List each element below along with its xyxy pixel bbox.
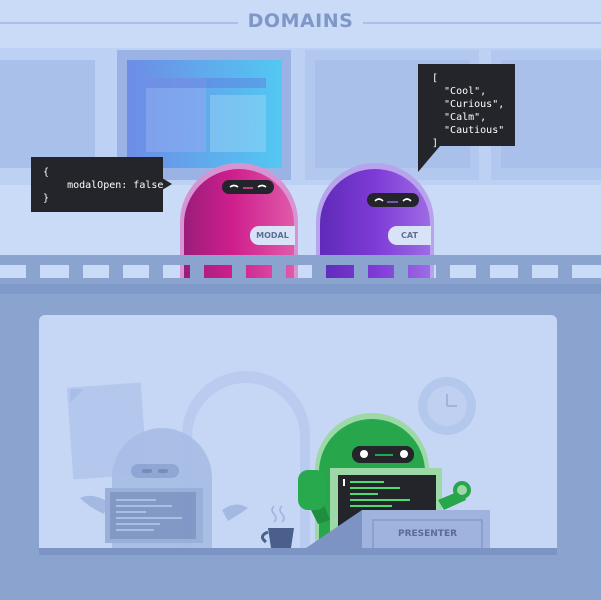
cat-traits-bubble: [ "Cool", "Curious", "Calm", "Cautious" …	[418, 64, 515, 149]
presenter-desk	[306, 510, 490, 555]
presenter-label: PRESENTER	[397, 529, 458, 539]
right-bubble-tail	[418, 146, 440, 172]
modal-robot-visor	[222, 180, 274, 194]
coffee-cup-icon	[261, 505, 294, 548]
modal-robot	[180, 163, 298, 280]
floor-edge	[0, 284, 601, 294]
cat-robot	[316, 163, 434, 280]
cat-robot-label: CAT	[388, 226, 431, 245]
railing	[0, 255, 601, 284]
ledge	[39, 548, 557, 555]
page-title: DOMAINS	[247, 10, 354, 32]
ghost-robot	[80, 428, 248, 548]
left-bubble-tail	[162, 178, 172, 190]
wall-clock-icon	[418, 377, 476, 435]
modal-robot-label: MODAL	[250, 226, 295, 245]
cat-robot-visor	[367, 193, 419, 207]
modal-state-bubble: { modalOpen: false }	[31, 157, 163, 212]
